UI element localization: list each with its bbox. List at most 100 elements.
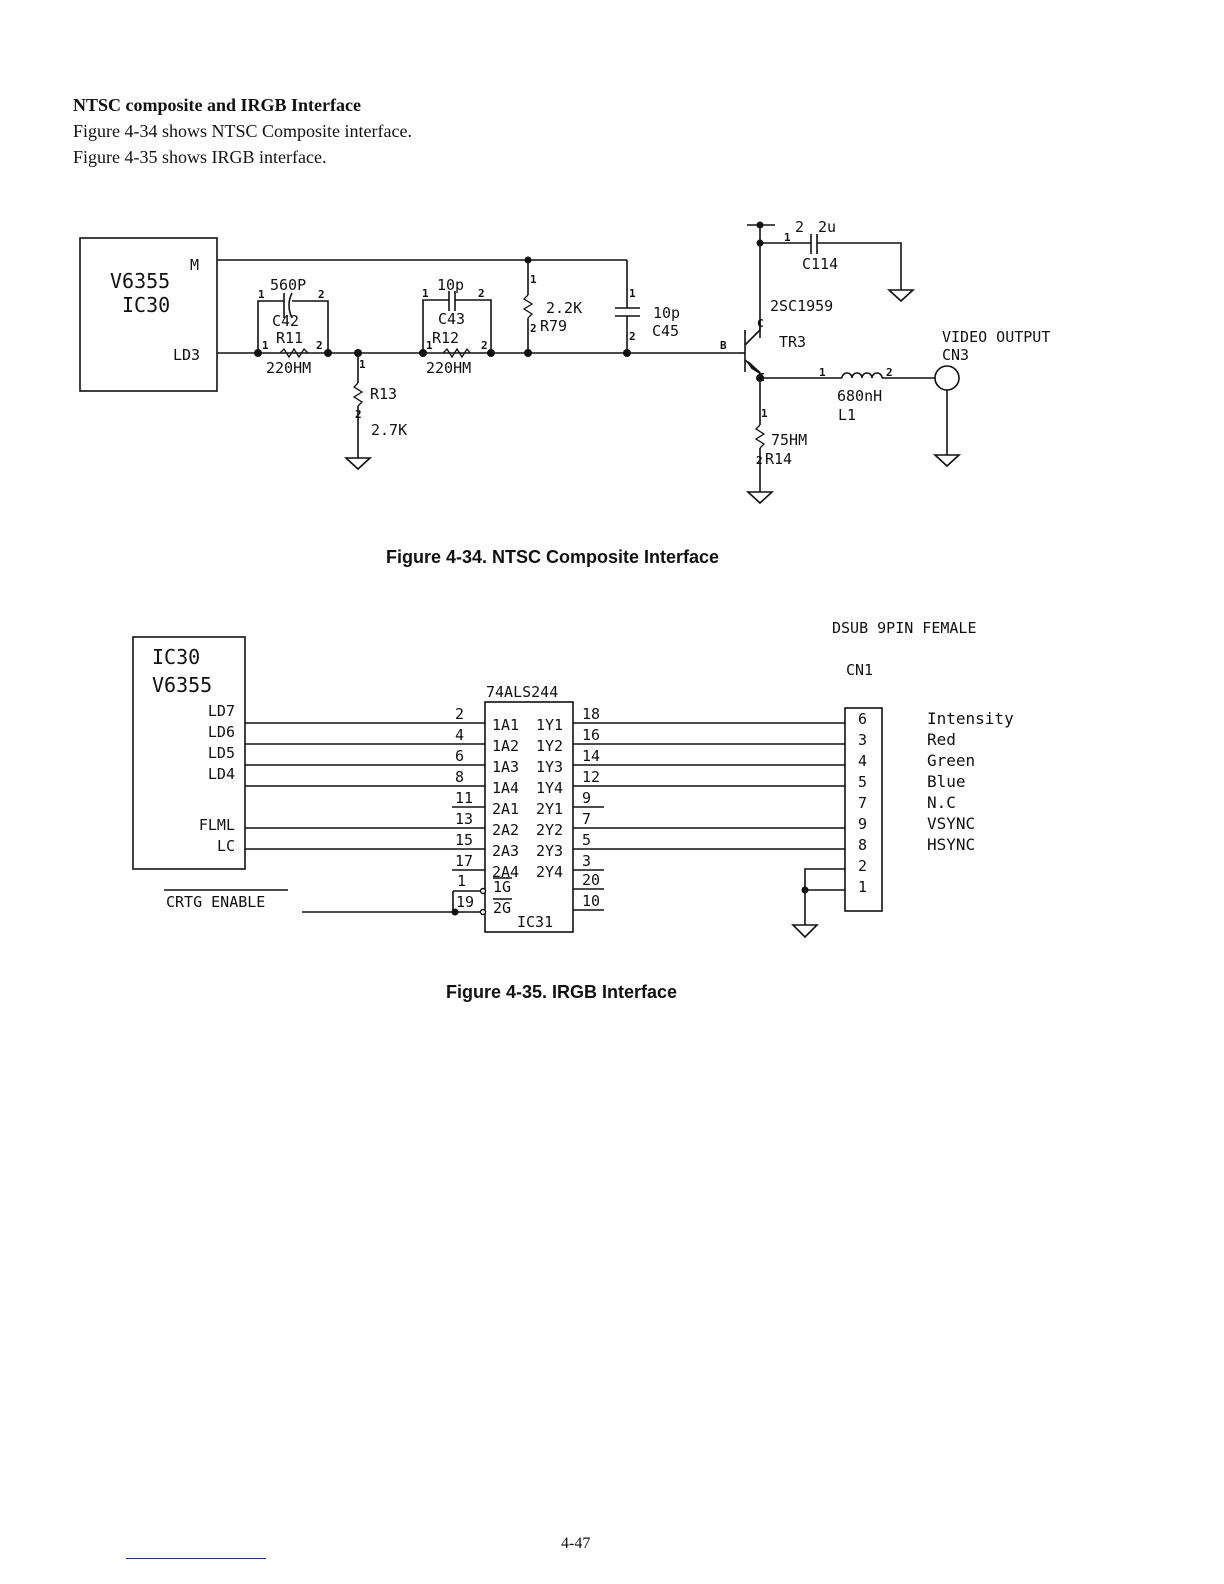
cn3-video-output-connector: VIDEO OUTPUT CN3 <box>932 328 1050 468</box>
ic31-out-name: 1Y1 <box>536 716 563 734</box>
ic31-in-name: 2A4 <box>492 863 519 881</box>
c45-value: 10p <box>653 304 680 322</box>
r12-ref: R12 <box>432 329 459 347</box>
ic30-pin-m: M <box>190 256 199 274</box>
c42-pin1: 1 <box>258 288 265 301</box>
ic30-ref: IC30 <box>122 293 170 317</box>
tr3-pin-c: C <box>757 317 764 330</box>
c45-ref: C45 <box>652 322 679 340</box>
cn1-pin-4: 4 <box>858 752 867 770</box>
ic31-in-name: 2A2 <box>492 821 519 839</box>
cn3-ref: CN3 <box>942 346 969 364</box>
r12-resistor: R12 1 2 220HM <box>426 329 488 377</box>
ic30-pin-ld6: LD6 <box>208 723 235 741</box>
ic30-name: V6355 <box>152 673 212 697</box>
tr3-ref: TR3 <box>779 333 806 351</box>
r11-ref: R11 <box>276 329 303 347</box>
cn1-connector-block <box>844 707 883 912</box>
l1-pin1: 1 <box>819 366 826 379</box>
cn1-signal-intensity: Intensity <box>927 709 1014 728</box>
c45-pin1: 1 <box>629 287 636 300</box>
ic31-pin-19: 19 <box>456 893 474 911</box>
ic31-pin-20: 20 <box>582 871 600 889</box>
intro-line-figure-4-34: Figure 4-34 shows NTSC Composite interfa… <box>73 121 412 141</box>
c114-value-left: 2 <box>795 218 804 236</box>
cn1-title: DSUB 9PIN FEMALE <box>832 619 977 637</box>
r79-value: 2.2K <box>546 299 582 317</box>
r13-ref: R13 <box>370 385 397 403</box>
r14-value: 75HM <box>771 431 807 449</box>
l1-value: 680nH <box>837 387 882 405</box>
ic31-in-name: 1A4 <box>492 779 519 797</box>
r13-pin2: 2 <box>355 408 362 421</box>
r12-pin2: 2 <box>481 339 488 352</box>
ic31-pin-10: 10 <box>582 892 600 910</box>
ic31-out-pin-3: 3 <box>582 852 591 870</box>
ic31-in-pin-11: 11 <box>455 789 473 807</box>
ic30-block <box>132 636 246 870</box>
ic31-in-name: 2A1 <box>492 800 519 818</box>
cn1-signal-n-c: N.C <box>927 793 956 812</box>
r14-ref: R14 <box>765 450 792 468</box>
ic31-in-pin-2: 2 <box>455 705 464 723</box>
ground-icon <box>343 457 373 471</box>
cn1-ref: CN1 <box>846 661 873 679</box>
c114-capacitor: 1 2 2u C114 <box>747 218 916 338</box>
r12-pin1: 1 <box>426 339 433 352</box>
c42-capacitor: 560P 1 2 C42 <box>257 276 329 353</box>
l1-pin2: 2 <box>886 366 893 379</box>
r79-pin1: 1 <box>530 273 537 286</box>
r11-pin2: 2 <box>316 339 323 352</box>
ic30-pin-flml: FLML <box>199 816 235 834</box>
ic31-in-pin-15: 15 <box>455 831 473 849</box>
c42-value: 560P <box>270 276 306 294</box>
ic31-1g-label: 1G <box>493 878 511 896</box>
ic31-ref: IC31 <box>517 913 553 931</box>
cn1-pin-6: 6 <box>858 710 867 728</box>
ic30-v6355-block <box>79 237 218 392</box>
cn1-ground-pins <box>791 868 845 939</box>
cn1-signal-green: Green <box>927 751 975 770</box>
c43-ref: C43 <box>438 310 465 328</box>
c114-pin1: 1 <box>784 231 791 244</box>
tr3-part: 2SC1959 <box>770 297 833 315</box>
ic31-in-pin-4: 4 <box>455 726 464 744</box>
ic31-enable-pins: 1 19 1G 2G 20 10 <box>451 871 604 917</box>
r79-resistor: 1 2 2.2K R79 <box>522 260 582 353</box>
r79-ref: R79 <box>540 317 567 335</box>
ic31-out-pin-5: 5 <box>582 831 591 849</box>
ic31-out-name: 2Y3 <box>536 842 563 860</box>
ground-icon <box>932 454 962 468</box>
crtg-enable-label: CRTG ENABLE <box>166 893 265 911</box>
ground-icon <box>745 491 775 505</box>
ic31-in-name: 2A3 <box>492 842 519 860</box>
cn1-signal-hsync: HSYNC <box>927 835 975 854</box>
ic30-name: V6355 <box>110 269 170 293</box>
figure-4-35-caption: Figure 4-35. IRGB Interface <box>446 982 678 1002</box>
ic31-2g-label: 2G <box>493 899 511 917</box>
c43-pin1: 1 <box>422 287 429 300</box>
l1-inductor: 1 2 680nH L1 <box>760 366 935 424</box>
cn1-signal-blue: Blue <box>927 772 966 791</box>
ic31-in-name: 1A3 <box>492 758 519 776</box>
c43-value: 10p <box>437 276 464 294</box>
bus-wires <box>245 722 845 850</box>
tr3-transistor: B C E 2SC1959 TR3 <box>720 297 833 384</box>
c42-ref: C42 <box>272 312 299 330</box>
ic31-out-pin-9: 9 <box>582 789 591 807</box>
ic31-out-name: 1Y2 <box>536 737 563 755</box>
c45-capacitor: 1 2 10p C45 <box>615 287 680 353</box>
ic30-pin-ld7: LD7 <box>208 702 235 720</box>
r11-resistor: R11 1 2 220HM <box>262 329 323 377</box>
ic31-74als244-block <box>484 701 574 933</box>
ic30-pin-lc: LC <box>217 837 235 855</box>
c114-value-right: 2u <box>818 218 836 236</box>
c114-ref: C114 <box>802 255 838 273</box>
cn1-pin-2: 2 <box>858 857 867 875</box>
c43-pin2: 2 <box>478 287 485 300</box>
ic30-pin-ld4: LD4 <box>208 765 235 783</box>
r79-pin2: 2 <box>530 322 537 335</box>
